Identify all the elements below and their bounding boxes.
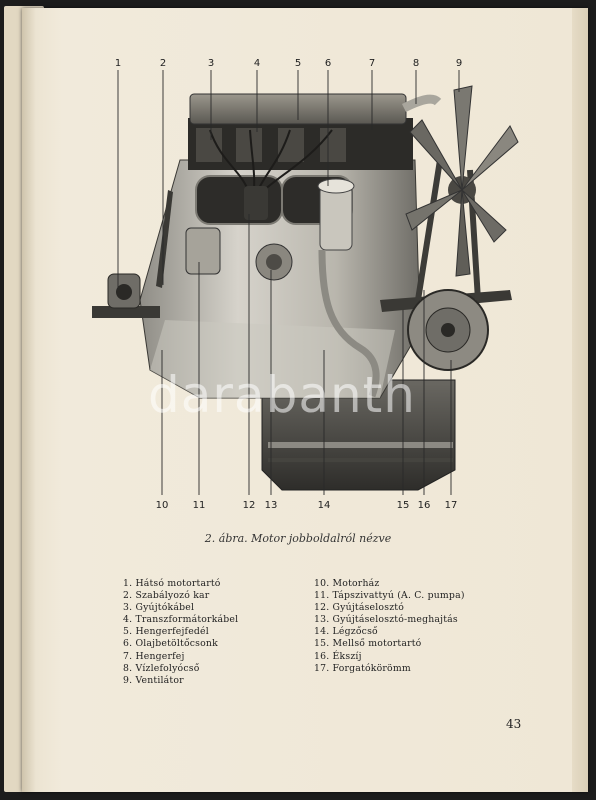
callout-8: 8 xyxy=(412,58,420,69)
callout-14: 14 xyxy=(317,500,331,511)
callout-11: 11 xyxy=(192,500,206,511)
legend-item: 9. Ventilátor xyxy=(123,674,184,686)
callout-9: 9 xyxy=(455,58,463,69)
watermark: darabanth xyxy=(148,366,416,424)
page-edge-shadow xyxy=(572,8,588,792)
engine-illustration xyxy=(92,70,519,495)
figure-caption: 2. ábra. Motor jobboldalról nézve xyxy=(204,532,392,545)
legend-item: 12. Gyújtáselosztó xyxy=(314,602,405,614)
legend-item: 15. Mellső motortartó xyxy=(314,638,422,650)
callout-16: 16 xyxy=(417,500,431,511)
callout-6: 6 xyxy=(324,58,332,69)
callout-3: 3 xyxy=(207,58,215,69)
legend-item: 11. Tápszivattyú (A. C. pumpa) xyxy=(314,590,465,602)
callout-2: 2 xyxy=(159,58,167,69)
legend-item: 4. Transzformátorkábel xyxy=(123,614,239,626)
callout-4: 4 xyxy=(253,58,261,69)
legend-item: 8. Vízlefolyócső xyxy=(123,662,200,674)
legend-item: 5. Hengerfejfedél xyxy=(123,626,209,638)
legend-item: 13. Gyújtáselosztó-meghajtás xyxy=(314,614,458,626)
callout-17: 17 xyxy=(444,500,458,511)
legend-item: 1. Hátsó motortartó xyxy=(123,578,221,589)
callout-7: 7 xyxy=(368,58,376,69)
legend-right: 10. Motorház 11. Tápszivattyú (A. C. pum… xyxy=(314,578,465,675)
legend-item: 14. Légzőcső xyxy=(314,626,378,638)
callout-13: 13 xyxy=(264,500,278,511)
legend-item: 17. Forgatókörömm xyxy=(314,662,411,674)
legend-item: 7. Hengerfej xyxy=(123,650,185,662)
legend-item: 6. Olajbetöltőcsonk xyxy=(123,638,218,650)
legend-item: 2. Szabályozó kar xyxy=(123,590,210,602)
legend-left: 1. Hátsó motortartó 2. Szabályozó kar 3.… xyxy=(123,578,238,687)
legend-item: 16. Ékszíj xyxy=(314,650,362,662)
page-number: 43 xyxy=(506,717,522,731)
callout-5: 5 xyxy=(294,58,302,69)
legend-item: 3. Gyújtókábel xyxy=(123,602,195,614)
callout-15: 15 xyxy=(396,500,410,511)
callout-1: 1 xyxy=(114,58,122,69)
legend-item: 10. Motorház xyxy=(314,578,380,589)
callout-12: 12 xyxy=(242,500,256,511)
callout-10: 10 xyxy=(155,500,169,511)
